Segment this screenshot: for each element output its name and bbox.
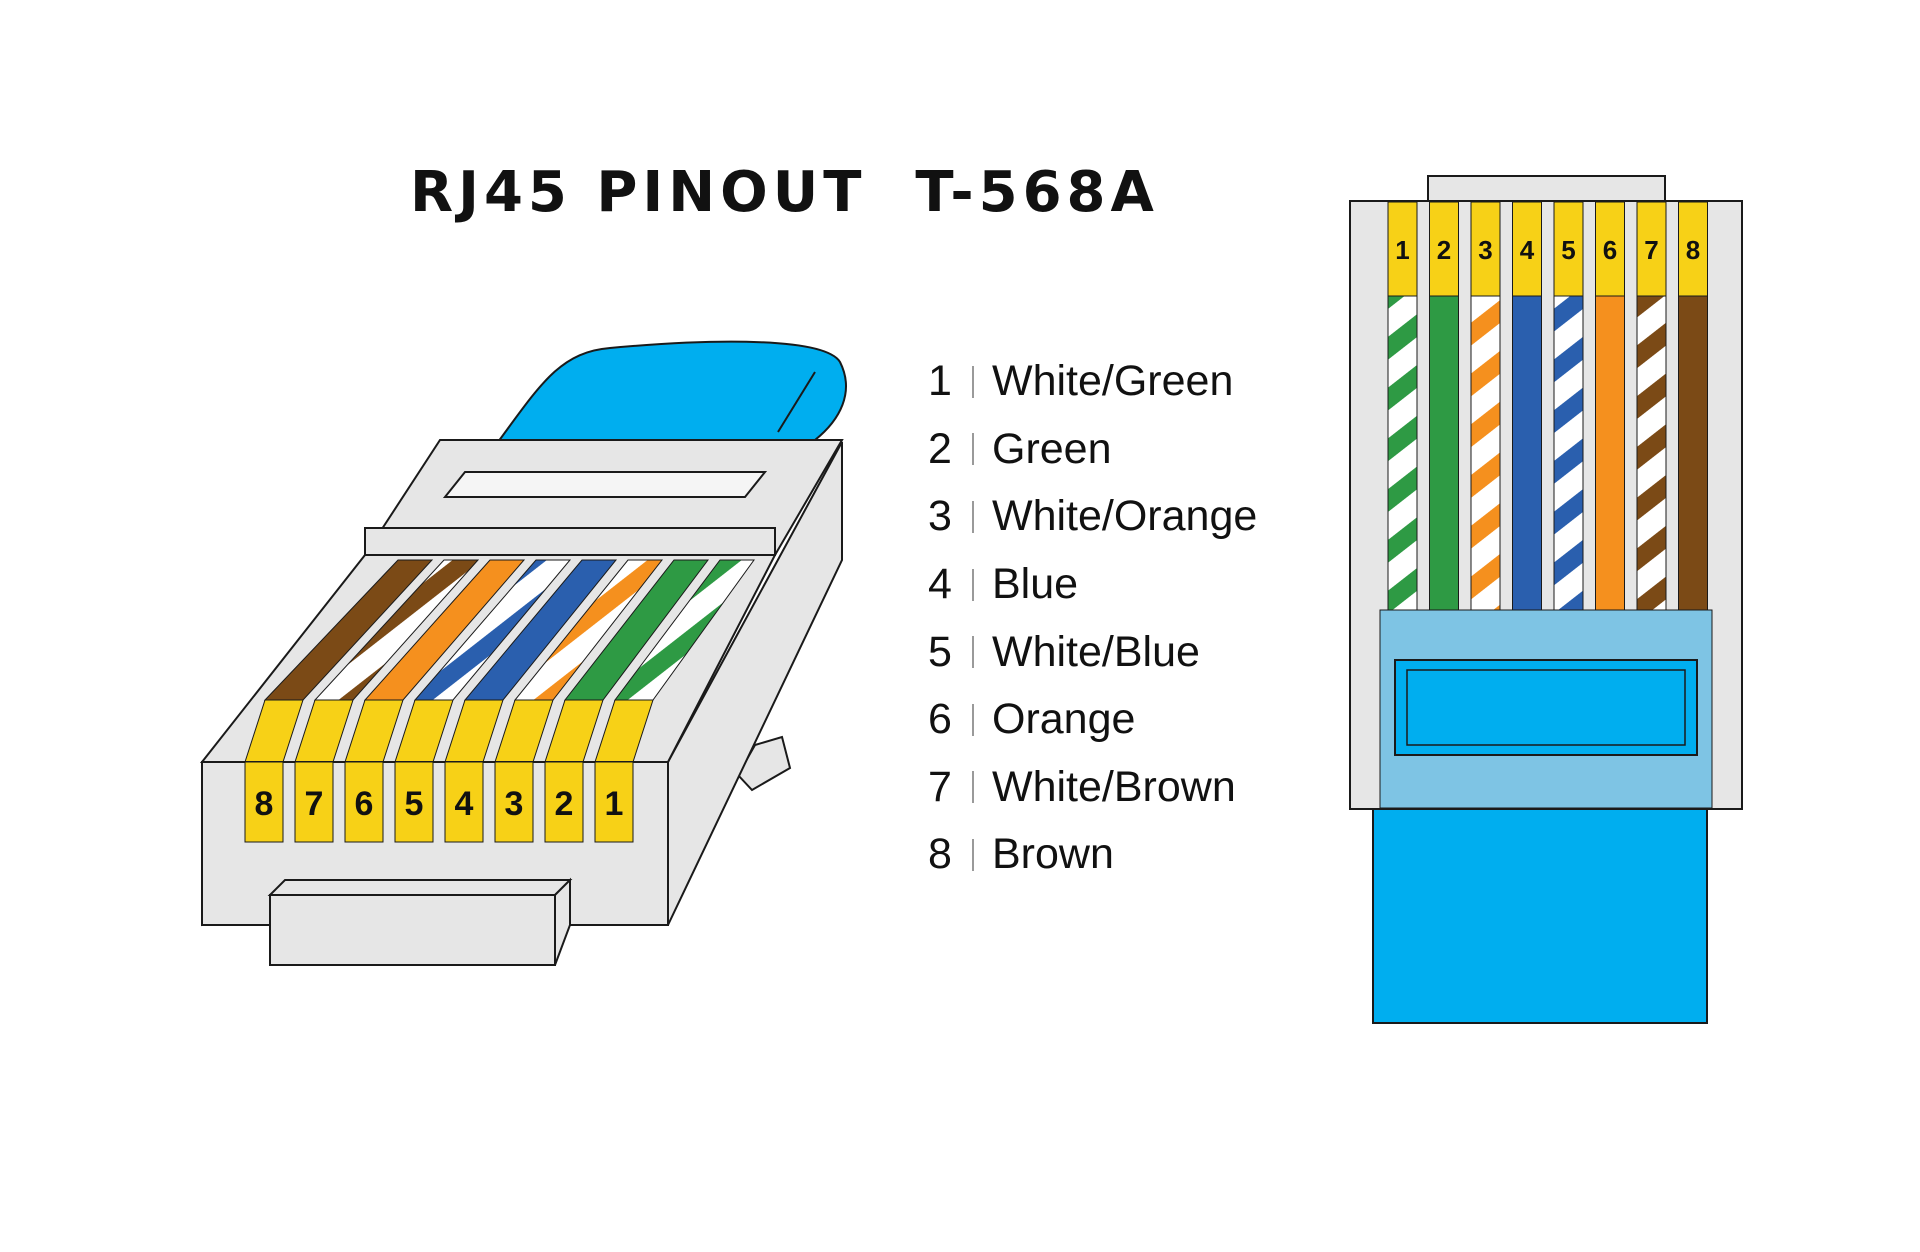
contact-4 xyxy=(1512,201,1542,297)
wire-6 xyxy=(1595,295,1625,611)
contact-number-2: 2 xyxy=(1437,235,1451,265)
legend-item-4: 4 Blue xyxy=(928,551,1257,619)
legend-pin-label: Brown xyxy=(992,830,1114,879)
legend-pin-number: 7 xyxy=(928,762,952,811)
legend-pin-label: Green xyxy=(992,424,1112,473)
top-tab xyxy=(1427,175,1666,205)
contact-front-1 xyxy=(594,761,634,843)
contact-front-5 xyxy=(394,761,434,843)
contact-front-2 xyxy=(544,761,584,843)
connector-back-parts xyxy=(496,340,847,792)
contact-6 xyxy=(1595,201,1625,297)
wire-5 xyxy=(1553,295,1584,611)
contact-front-6 xyxy=(344,761,384,843)
legend-separator xyxy=(972,771,974,804)
body-ledge xyxy=(364,527,776,556)
contact-number-3: 3 xyxy=(1478,235,1492,265)
contact-2 xyxy=(1429,201,1459,297)
wire-channels xyxy=(244,559,755,763)
wire-1 xyxy=(1387,295,1418,611)
legend-separator xyxy=(972,838,974,871)
legend-item-1: 1 White/Green xyxy=(928,348,1257,416)
bottom-key xyxy=(269,894,556,966)
contact-front-number-6: 6 xyxy=(355,785,374,823)
contact-front-7 xyxy=(294,761,334,843)
legend-pin-number: 1 xyxy=(928,357,952,406)
contact-front-8 xyxy=(244,761,284,843)
contact-7 xyxy=(1636,201,1667,297)
contact-number-4: 4 xyxy=(1520,235,1535,265)
contact-5 xyxy=(1553,201,1584,297)
contact-3 xyxy=(1470,201,1501,297)
legend-item-7: 7 White/Brown xyxy=(928,754,1257,822)
contact-front-number-7: 7 xyxy=(305,785,324,823)
cable-jacket xyxy=(1372,807,1708,1024)
wire-2 xyxy=(1429,295,1459,611)
legend-pin-number: 4 xyxy=(928,560,952,609)
top-window xyxy=(442,471,768,498)
contact-front-number-2: 2 xyxy=(555,785,574,823)
wire-8 xyxy=(1678,295,1708,611)
contact-number-6: 6 xyxy=(1603,235,1617,265)
latch-window-inner xyxy=(1406,669,1686,746)
pin-legend: 1 White/Green 2 Green 3 White/Orange 4 B… xyxy=(928,348,1257,889)
contact-front-number-5: 5 xyxy=(405,785,424,823)
legend-pin-number: 5 xyxy=(928,627,952,676)
wire-7 xyxy=(1636,295,1667,611)
contact-front-number-1: 1 xyxy=(605,785,624,823)
legend-pin-number: 8 xyxy=(928,830,952,879)
wire-3 xyxy=(1470,295,1501,611)
legend-item-6: 6 Orange xyxy=(928,686,1257,754)
diagram-title: RJ45 PINOUT T-568A xyxy=(410,160,1159,225)
legend-pin-label: Blue xyxy=(992,560,1079,609)
contact-1 xyxy=(1387,201,1418,297)
wire-4 xyxy=(1512,295,1542,611)
cable-boot xyxy=(496,340,847,444)
legend-pin-label: White/Blue xyxy=(992,627,1200,676)
legend-pin-label: Orange xyxy=(992,695,1136,744)
legend-pin-label: White/Green xyxy=(992,357,1234,406)
legend-separator xyxy=(972,433,974,466)
cable-boot-crease xyxy=(777,371,816,433)
legend-item-3: 3 White/Orange xyxy=(928,483,1257,551)
legend-separator xyxy=(972,500,974,533)
legend-pin-number: 6 xyxy=(928,695,952,744)
contact-front-number-8: 8 xyxy=(255,785,274,823)
contact-number-8: 8 xyxy=(1686,235,1700,265)
contact-front-number-3: 3 xyxy=(505,785,524,823)
contact-number-1: 1 xyxy=(1395,235,1409,265)
legend-item-8: 8 Brown xyxy=(928,821,1257,889)
contact-front-3 xyxy=(494,761,534,843)
contact-front-number-4: 4 xyxy=(455,785,474,823)
legend-item-2: 2 Green xyxy=(928,416,1257,484)
legend-pin-number: 2 xyxy=(928,424,952,473)
contact-front-4 xyxy=(444,761,484,843)
contact-8 xyxy=(1678,201,1708,297)
legend-separator xyxy=(972,365,974,398)
legend-separator xyxy=(972,703,974,736)
legend-pin-label: White/Orange xyxy=(992,492,1258,541)
legend-pin-number: 3 xyxy=(928,492,952,541)
legend-pin-label: White/Brown xyxy=(992,762,1236,811)
contact-number-5: 5 xyxy=(1561,235,1575,265)
legend-item-5: 5 White/Blue xyxy=(928,618,1257,686)
contact-number-7: 7 xyxy=(1644,235,1658,265)
legend-separator xyxy=(972,568,974,601)
legend-separator xyxy=(972,636,974,669)
